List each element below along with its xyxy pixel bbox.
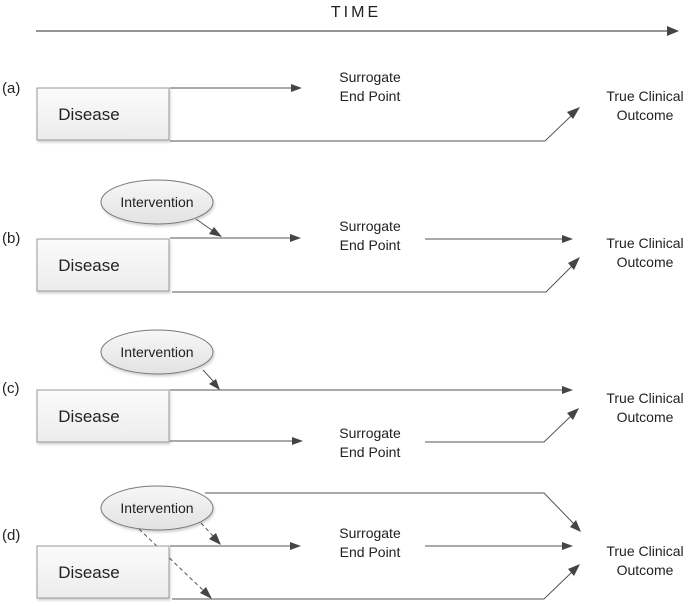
outcome-label-a-1: True Clinical	[606, 88, 683, 104]
panel-label-b: (b)	[2, 230, 20, 247]
arrowhead-outcome-b	[568, 257, 580, 270]
panel-d: (d) Intervention Disease Surrogate End P…	[2, 485, 684, 600]
arrowhead-surrogate-a	[291, 84, 302, 92]
intervention-label-b: Intervention	[120, 194, 193, 210]
outcome-label-c-1: True Clinical	[606, 390, 683, 406]
panel-c: (c) Intervention Disease Surrogate End P…	[2, 329, 684, 460]
outcome-label-b-1: True Clinical	[606, 235, 683, 251]
surrogate-label-c-2: End Point	[340, 444, 401, 460]
arrowhead-surrogate-c	[292, 437, 303, 445]
surrogate-label-b-1: Surrogate	[339, 218, 401, 234]
disease-label-b: Disease	[58, 256, 119, 275]
intervention-ellipse-c	[100, 329, 214, 375]
arrowhead-intervention-outcome-d	[570, 520, 581, 532]
intervention-effect-dashed-upper-d	[200, 522, 214, 537]
panel-a: (a) Disease Surrogate End Point True Cli…	[2, 69, 684, 142]
intervention-effect-arrowhead-upper-d	[209, 533, 221, 545]
disease-label-a: Disease	[58, 105, 119, 124]
disease-box-b	[36, 238, 170, 292]
intervention-effect-arrowhead-lower-d	[200, 587, 212, 599]
arrow-disease-to-outcome-d	[172, 571, 573, 600]
surrogate-label-a-1: Surrogate	[339, 69, 401, 85]
intervention-effect-arrow-b	[195, 218, 214, 232]
arrowhead-outcome-a	[567, 107, 580, 119]
intervention-ellipse-d	[100, 485, 214, 531]
disease-label-c: Disease	[58, 407, 119, 426]
arrow-disease-to-outcome-a	[170, 115, 572, 142]
intervention-effect-arrow-c	[202, 369, 215, 383]
intervention-ellipse-b	[100, 179, 214, 225]
arrowhead-surrogate-to-outcome-d	[562, 542, 573, 550]
time-axis-arrowhead	[667, 26, 679, 36]
intervention-effect-arrowhead-b	[209, 227, 222, 237]
disease-box-d	[36, 545, 170, 599]
arrow-surrogate-to-outcome-c	[425, 415, 572, 443]
disease-label-d: Disease	[58, 563, 119, 582]
disease-box-c	[36, 389, 170, 443]
intervention-label-c: Intervention	[120, 344, 193, 360]
arrowhead-surrogate-b	[290, 234, 301, 242]
surrogate-label-b-2: End Point	[340, 237, 401, 253]
intervention-effect-arrowhead-c	[209, 379, 220, 390]
outcome-label-b-2: Outcome	[617, 254, 674, 270]
intervention-label-d: Intervention	[120, 500, 193, 516]
arrowhead-outcome-c	[567, 408, 579, 420]
panel-label-c: (c)	[2, 380, 20, 397]
panel-b: (b) Intervention Disease Surrogate End P…	[2, 179, 684, 293]
surrogate-label-d-1: Surrogate	[339, 525, 401, 541]
arrowhead-surrogate-to-outcome-b	[562, 235, 573, 243]
outcome-label-c-2: Outcome	[617, 409, 674, 425]
time-axis-label: TIME	[331, 4, 381, 21]
arrowhead-surrogate-d	[290, 542, 301, 550]
panel-label-a: (a)	[2, 80, 20, 97]
surrogate-label-c-1: Surrogate	[339, 425, 401, 441]
surrogate-label-d-2: End Point	[340, 544, 401, 560]
outcome-label-d-1: True Clinical	[606, 543, 683, 559]
arrow-intervention-to-outcome-d	[205, 492, 575, 525]
arrow-disease-to-outcome-b	[172, 265, 573, 293]
arrowhead-outcome-direct-c	[562, 386, 573, 394]
surrogate-label-a-2: End Point	[340, 88, 401, 104]
arrowhead-outcome-d	[568, 564, 580, 576]
outcome-label-a-2: Outcome	[617, 107, 674, 123]
outcome-label-d-2: Outcome	[617, 562, 674, 578]
panel-label-d: (d)	[2, 527, 20, 544]
disease-box-a	[36, 87, 170, 141]
intervention-effect-dashed-lower-d	[138, 528, 206, 593]
